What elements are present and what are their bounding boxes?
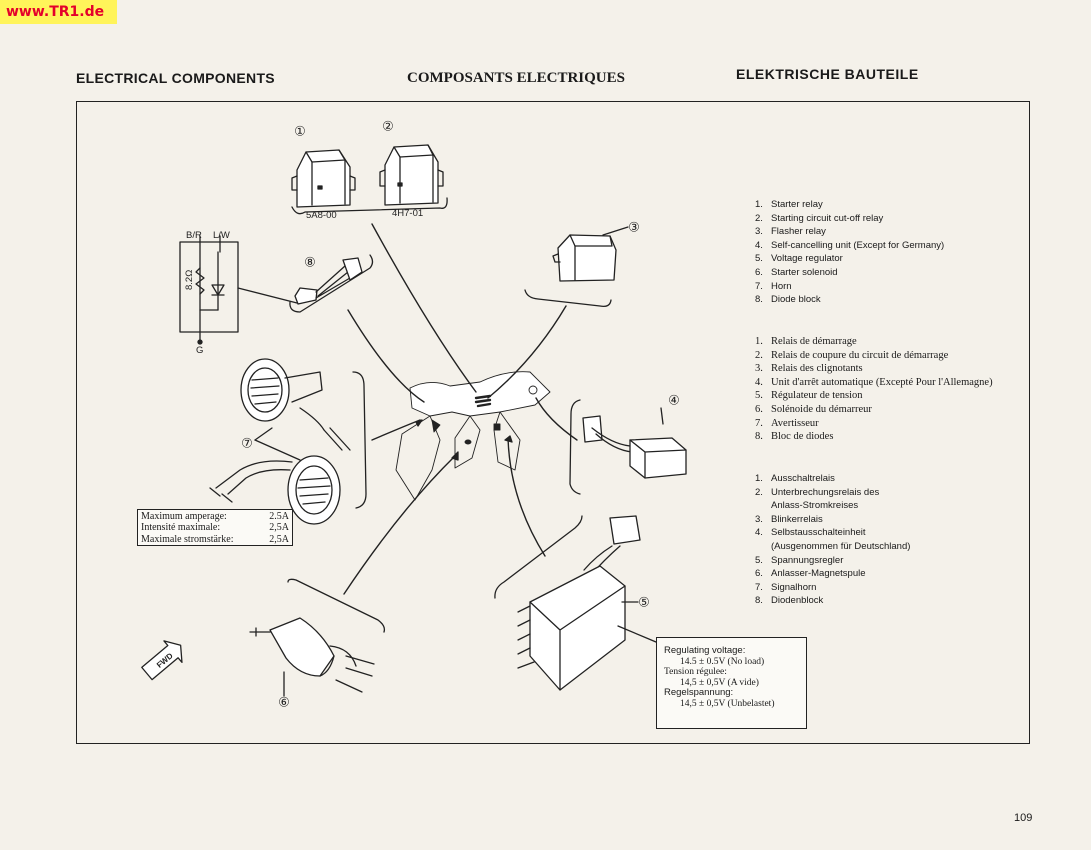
list-item: 3.Relais des clignotants [755, 363, 863, 375]
relay-bracket [291, 197, 448, 215]
list-item: 7.Avertisseur [755, 417, 819, 429]
resistor-label: 8.2Ω [184, 270, 195, 290]
self-cancelling-unit-illustration [582, 415, 687, 479]
horn-illustration-lower [209, 455, 341, 525]
unit4-bracket [569, 399, 581, 495]
horn-illustration-upper [240, 358, 351, 451]
leader-lines [343, 223, 578, 595]
amperage-row-en: Maximum amperage:2.5A [141, 511, 289, 522]
regulator-bracket [494, 515, 583, 599]
flasher-bracket [524, 289, 612, 308]
flasher-relay-illustration [552, 234, 617, 282]
voltage-value-fr: 14,5 ± 0,5V (A vide) [680, 677, 759, 688]
callout-3: ③ [628, 220, 640, 235]
component-list-german: 1.Ausschaltrelais 2.Unterbrechungsrelais… [755, 472, 910, 608]
voltage-label-fr: Tension régulee: [664, 667, 727, 678]
horn-bracket [352, 371, 367, 509]
diode-schematic [179, 235, 239, 345]
amperage-spec-box: Maximum amperage:2.5A Intensité maximale… [137, 509, 293, 546]
list-item: 1.Starter relay [755, 199, 823, 210]
list-item: 8.Diodenblock [755, 595, 824, 607]
heading-german: ELEKTRISCHE BAUTEILE [736, 66, 919, 82]
cut-off-relay-illustration [379, 144, 444, 206]
callout-6: ⑥ [278, 695, 290, 710]
diode-bracket [289, 254, 374, 313]
callout-1: ① [294, 124, 306, 139]
list-item: 7.Horn [755, 280, 792, 292]
wire-label-br: B/R [186, 230, 202, 241]
list-item: 1.Relais de démarrage [755, 336, 857, 347]
fwd-arrow-icon [141, 640, 183, 681]
list-item: 3.Flasher relay [755, 226, 826, 238]
component-list-french: 1.Relais de démarrage 2.Relais de coupur… [755, 335, 993, 444]
list-item: (Ausgenommen für Deutschland) [771, 540, 911, 552]
amperage-row-fr: Intensité maximale:2,5A [141, 522, 289, 534]
heading-french: COMPOSANTS ELECTRIQUES [407, 70, 625, 86]
solenoid-bracket [287, 578, 386, 633]
list-item: Anlass-Stromkreises [771, 500, 859, 512]
list-item: 6.Anlasser-Magnetspule [755, 568, 866, 580]
list-item: 6.Solénoide du démarreur [755, 403, 872, 415]
starter-solenoid-illustration [249, 617, 375, 693]
starter-relay-illustration [291, 149, 356, 208]
amperage-row-de: Maximale stromstärke:2,5A [141, 533, 289, 545]
component-list-english: 1.Starter relay 2.Starting circuit cut-o… [755, 198, 944, 307]
callout-7: ⑦ [241, 436, 253, 451]
ground-label: G [196, 345, 203, 356]
regulating-voltage-box: Regulating voltage: 14.5 ± 0.5V (No load… [656, 637, 807, 729]
motorcycle-frame-outline [395, 371, 551, 501]
list-item: 6.Starter solenoid [755, 266, 838, 278]
list-item: 4.Unit d'arrêt automatique (Excepté Pour… [755, 376, 993, 388]
list-item: 5.Régulateur de tension [755, 390, 863, 402]
list-item: 2.Unterbrechungsrelais des [755, 486, 880, 498]
site-watermark: www.TR1.de [0, 0, 117, 24]
voltage-label-en: Regulating voltage: [664, 645, 746, 656]
callout-5: ⑤ [638, 595, 650, 610]
callout-4: ④ [668, 393, 680, 408]
relay-code-2: 4H7-01 [392, 208, 423, 219]
list-item: 4.Selbstausschalteinheit [755, 527, 866, 539]
list-item: 1.Ausschaltrelais [755, 473, 835, 484]
list-item: 4.Self-cancelling unit (Except for Germa… [755, 239, 945, 251]
voltage-regulator-illustration [517, 515, 641, 691]
list-item: 2.Relais de coupure du circuit de démarr… [755, 349, 949, 361]
relay-code-1: 5A8-00 [306, 210, 337, 221]
wire-label-lw: L/W [213, 230, 230, 241]
heading-english: ELECTRICAL COMPONENTS [76, 70, 275, 86]
callout-2: ② [382, 119, 394, 134]
list-item: 7.Signalhorn [755, 581, 817, 593]
callout-8: ⑧ [304, 255, 316, 270]
list-item: 8.Bloc de diodes [755, 431, 834, 443]
list-item: 5.Voltage regulator [755, 253, 843, 265]
list-item: 8.Diode block [755, 294, 821, 306]
list-item: 3.Blinkerrelais [755, 513, 823, 525]
diode-block-illustration [294, 257, 363, 305]
page-number: 109 [1014, 812, 1033, 824]
voltage-value-en: 14.5 ± 0.5V (No load) [680, 656, 765, 667]
voltage-value-de: 14,5 ± 0,5V (Unbelastet) [680, 698, 775, 709]
list-item: 2.Starting circuit cut-off relay [755, 212, 884, 224]
list-item: 5.Spannungsregler [755, 554, 844, 566]
voltage-label-de: Regelspannung: [664, 687, 734, 699]
schematic-leader [237, 287, 298, 304]
diagram-frame [76, 101, 1030, 744]
